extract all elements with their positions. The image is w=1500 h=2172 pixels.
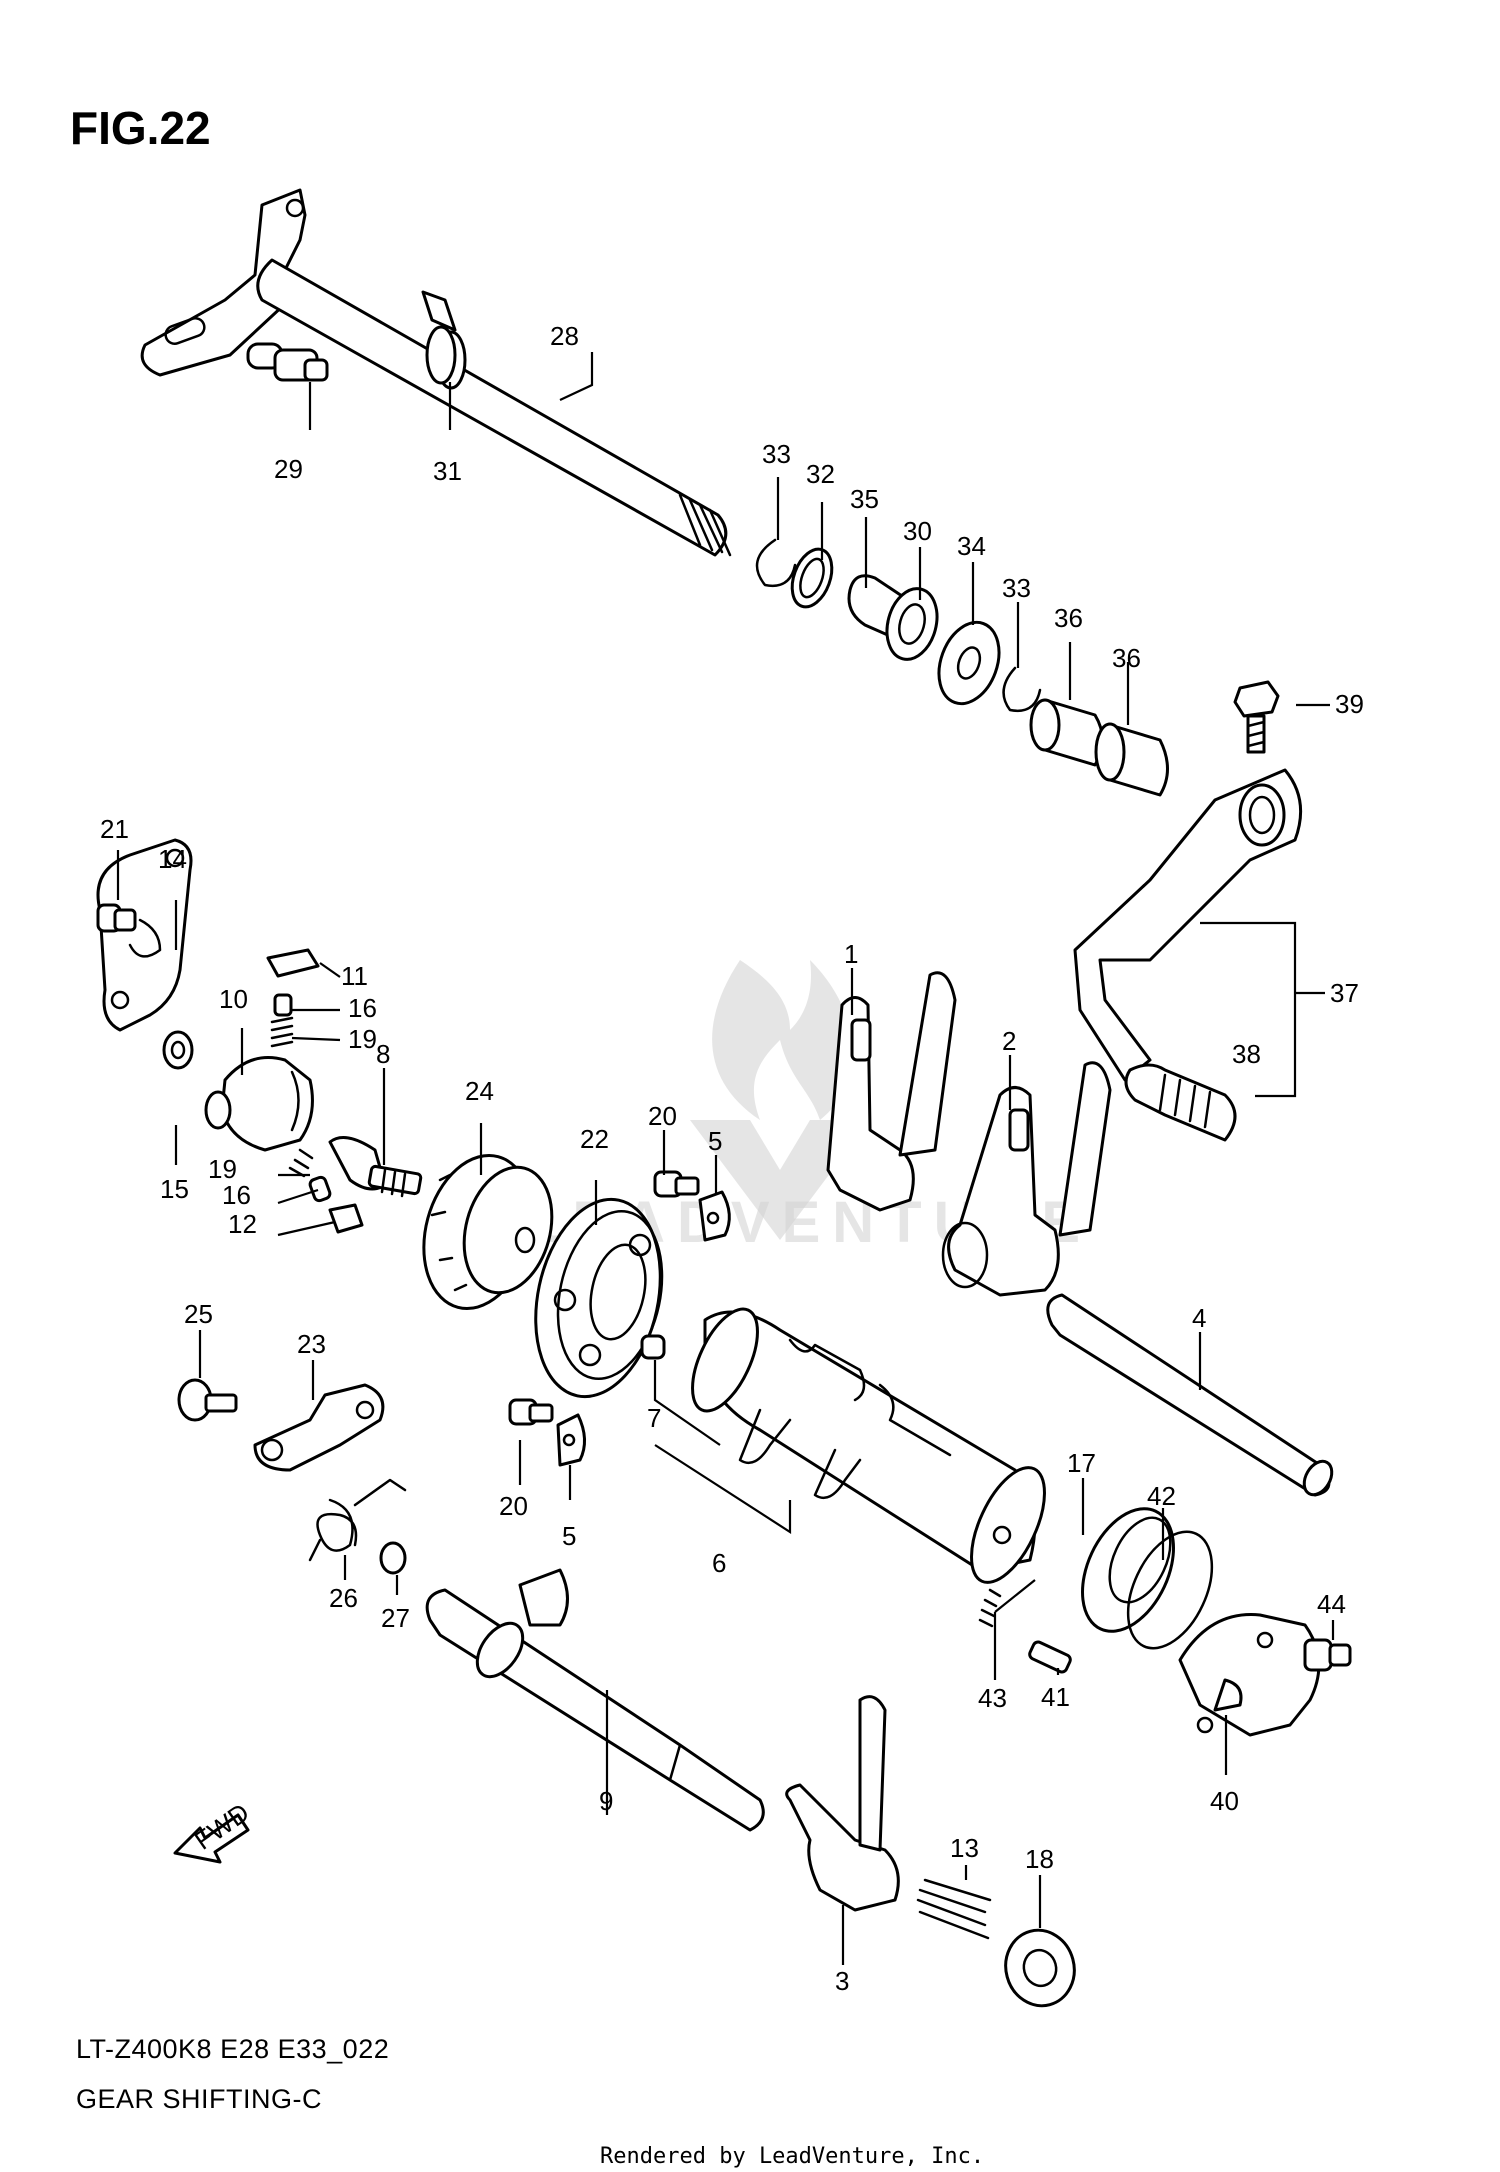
- callout-29: 29: [274, 454, 303, 484]
- callout-7: 7: [647, 1403, 661, 1433]
- callout-15: 15: [160, 1174, 189, 1204]
- callout-28: 28: [550, 321, 579, 351]
- callout-2: 2: [1002, 1026, 1016, 1056]
- shift-drum-group: [640, 1307, 1046, 1584]
- callout-27: 27: [381, 1603, 410, 1633]
- callout-25: 25: [184, 1299, 213, 1329]
- part-39-bolt: [1233, 680, 1280, 754]
- callout-41: 41: [1041, 1682, 1070, 1712]
- callout-36-first: 36: [1054, 603, 1083, 633]
- callout-24: 24: [465, 1076, 494, 1106]
- watermark-logo: [690, 960, 870, 1240]
- part-29-pin: [246, 342, 329, 382]
- stopper-cam-group: [204, 948, 364, 1234]
- callout-33-first: 33: [762, 439, 791, 469]
- callout-8: 8: [376, 1039, 390, 1069]
- bearing-cover-group: [978, 1507, 1352, 1737]
- fwd-arrow-icon: [173, 1813, 250, 1864]
- callout-33-second: 33: [1002, 573, 1031, 603]
- bolt-plate-upper: [653, 1170, 731, 1242]
- callout-16-lower: 16: [222, 1180, 251, 1210]
- callout-20-upper: 20: [648, 1101, 677, 1131]
- callout-21: 21: [100, 814, 129, 844]
- lower-fork-group: [785, 1695, 1076, 2008]
- callout-34: 34: [957, 531, 986, 561]
- callout-40: 40: [1210, 1786, 1239, 1816]
- callout-5-lower: 5: [562, 1521, 576, 1551]
- callout-10: 10: [219, 984, 248, 1014]
- figure-title: FIG.22: [70, 102, 211, 154]
- callout-13: 13: [950, 1833, 979, 1863]
- callout-38: 38: [1232, 1039, 1261, 1069]
- leader-lines: [116, 352, 1335, 1965]
- stopper-plate-group: [96, 838, 194, 1070]
- part-24-cam: [422, 1153, 554, 1311]
- callout-35: 35: [850, 484, 879, 514]
- callout-9: 9: [599, 1786, 613, 1816]
- callout-16-upper: 16: [348, 993, 377, 1023]
- callout-20-lower: 20: [499, 1491, 528, 1521]
- gearshift-lever: [1073, 768, 1303, 1142]
- gearshift-shaft: [140, 188, 732, 557]
- callout-numbers: 1 2 3 4 5 5 6 7 8 9 10 11 12 13 14 15 16…: [100, 321, 1364, 1996]
- callout-22: 22: [580, 1124, 609, 1154]
- callout-4: 4: [1192, 1303, 1206, 1333]
- callout-37: 37: [1330, 978, 1359, 1008]
- part-8-bolt: [328, 1136, 423, 1198]
- part-22-bearing: [534, 1197, 664, 1399]
- callout-43: 43: [978, 1683, 1007, 1713]
- callout-36-second: 36: [1112, 643, 1141, 673]
- callout-18: 18: [1025, 1844, 1054, 1874]
- callout-23: 23: [297, 1329, 326, 1359]
- callout-12: 12: [228, 1209, 257, 1239]
- callout-39: 39: [1335, 689, 1364, 719]
- shift-forks-upper: [826, 971, 1112, 1297]
- callout-3: 3: [835, 1966, 849, 1996]
- render-credit: Rendered by LeadVenture, Inc.: [600, 2144, 984, 2169]
- callout-14: 14: [158, 844, 187, 874]
- callout-32: 32: [806, 459, 835, 489]
- callout-6: 6: [712, 1548, 726, 1578]
- callout-5-upper: 5: [708, 1126, 722, 1156]
- collars-36: [1029, 698, 1169, 797]
- gearshift-arm-group: [177, 1378, 586, 1575]
- part-9-cam-shaft: [425, 1568, 765, 1832]
- shaft-rings-group: [755, 538, 1042, 713]
- callout-26: 26: [329, 1583, 358, 1613]
- callout-31: 31: [433, 456, 462, 486]
- callout-1: 1: [844, 939, 858, 969]
- callout-44: 44: [1317, 1589, 1346, 1619]
- model-code: LT-Z400K8 E28 E33_022: [76, 2034, 389, 2064]
- callout-11: 11: [341, 961, 368, 991]
- callout-19-lower: 19: [208, 1154, 237, 1184]
- part-4-fork-shaft: [1046, 1293, 1334, 1497]
- callout-17: 17: [1067, 1448, 1096, 1478]
- callout-42: 42: [1147, 1481, 1176, 1511]
- callout-30: 30: [903, 516, 932, 546]
- callout-19-upper: 19: [348, 1024, 377, 1054]
- section-name: GEAR SHIFTING-C: [76, 2084, 322, 2114]
